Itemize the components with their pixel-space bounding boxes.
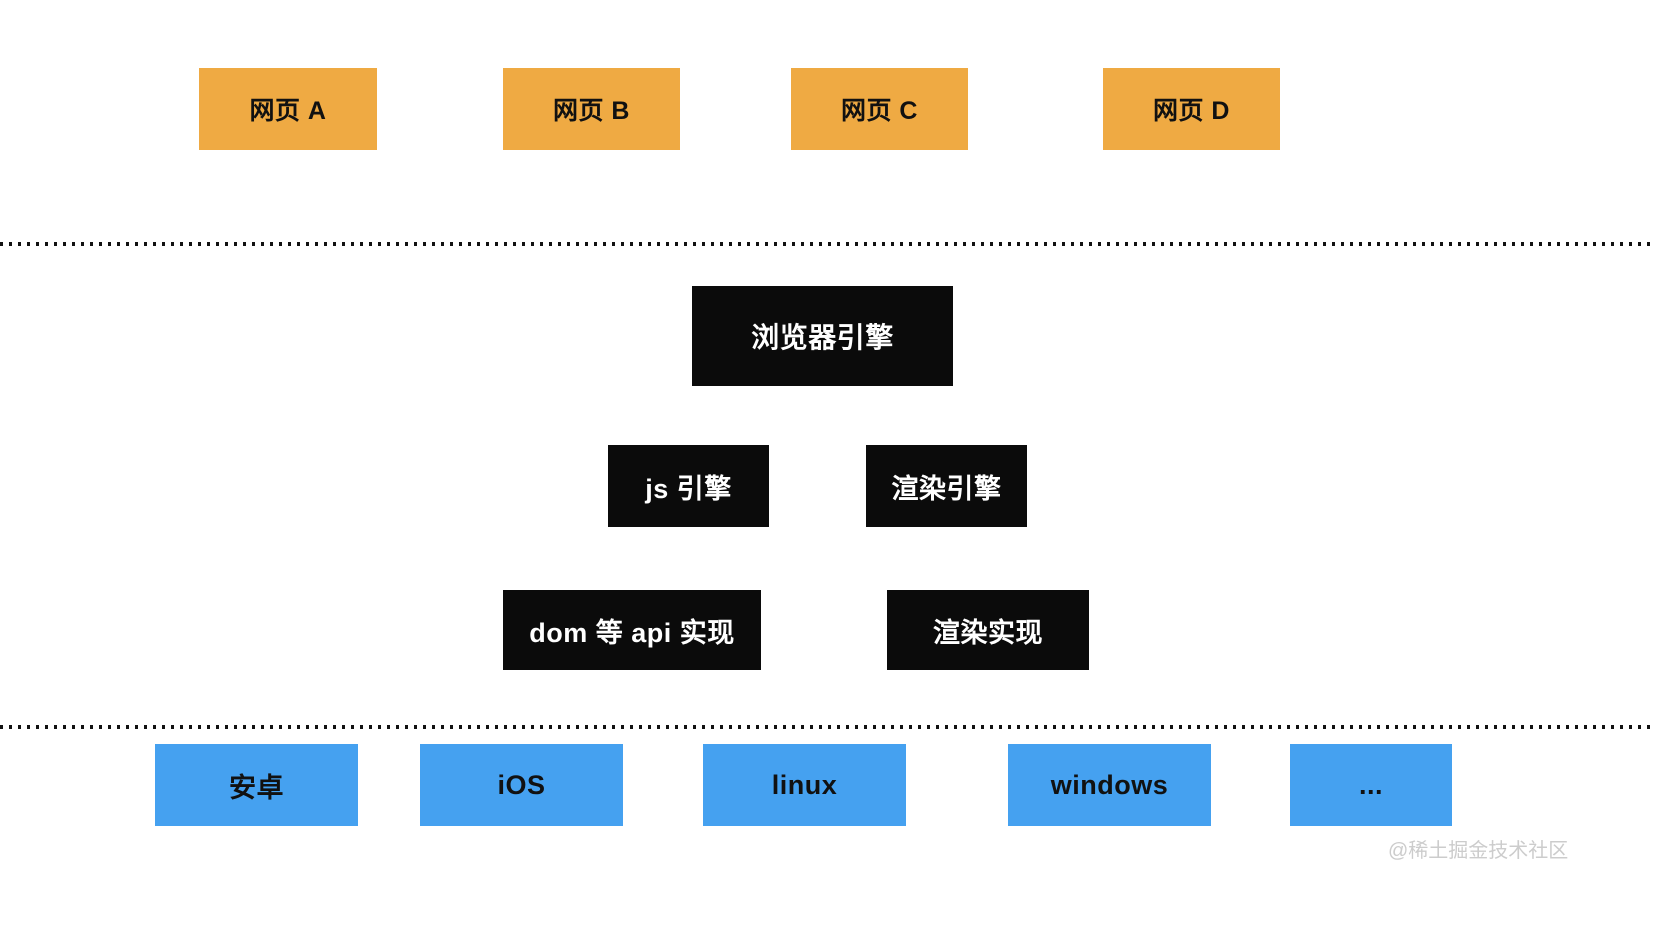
webpage-d-box: 网页 D <box>1103 68 1280 150</box>
render-engine-box: 渲染引擎 <box>866 445 1027 527</box>
dom-api-impl-box: dom 等 api 实现 <box>503 590 761 670</box>
dotted-separator-top <box>0 242 1656 246</box>
platform-linux-box: linux <box>703 744 906 826</box>
browser-engine-box: 浏览器引擎 <box>692 286 953 386</box>
webpage-b-box: 网页 B <box>503 68 680 150</box>
webpage-c-box: 网页 C <box>791 68 968 150</box>
render-impl-box: 渲染实现 <box>887 590 1089 670</box>
watermark-text: @稀土掘金技术社区 <box>1388 840 1569 862</box>
js-engine-box: js 引擎 <box>608 445 769 527</box>
platform-more-box: ... <box>1290 744 1452 826</box>
platform-android-box: 安卓 <box>155 744 358 826</box>
platform-windows-box: windows <box>1008 744 1211 826</box>
webpage-a-box: 网页 A <box>199 68 377 150</box>
platform-ios-box: iOS <box>420 744 623 826</box>
dotted-separator-bottom <box>0 725 1656 729</box>
